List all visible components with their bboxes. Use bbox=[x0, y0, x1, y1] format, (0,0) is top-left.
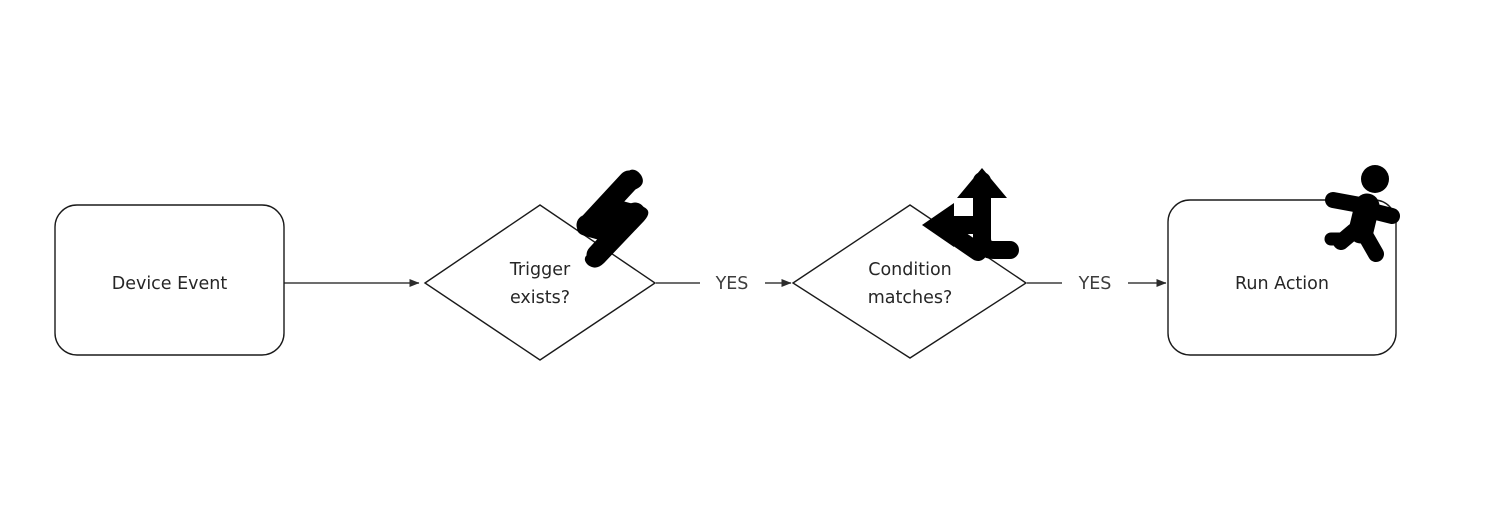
edge-label-yes-2: YES bbox=[1078, 274, 1112, 294]
condition-matches-label-line2: matches? bbox=[868, 288, 953, 308]
device-event-box[interactable] bbox=[54, 204, 285, 356]
condition-matches-label-line1: Condition bbox=[868, 260, 952, 280]
edge-condition-to-action: YES bbox=[1027, 274, 1167, 294]
edge-label-yes-1: YES bbox=[715, 274, 749, 294]
node-device-event[interactable]: Device Event bbox=[54, 204, 285, 356]
node-condition-matches[interactable]: Condition matches? bbox=[791, 168, 1028, 359]
node-trigger-exists[interactable]: Trigger exists? bbox=[423, 169, 657, 361]
running-person-icon bbox=[1324, 165, 1400, 262]
trigger-exists-diamond[interactable] bbox=[423, 204, 657, 361]
lightning-bolt-icon bbox=[576, 169, 649, 268]
device-event-label: Device Event bbox=[112, 274, 228, 294]
run-action-label: Run Action bbox=[1235, 274, 1329, 294]
node-run-action[interactable]: Run Action bbox=[1167, 165, 1400, 356]
edge-trigger-to-condition: YES bbox=[656, 274, 792, 294]
trigger-exists-label-line1: Trigger bbox=[509, 260, 571, 280]
condition-matches-diamond[interactable] bbox=[791, 204, 1028, 359]
branch-fork-arrow-icon bbox=[922, 168, 1019, 261]
trigger-exists-label-line2: exists? bbox=[510, 288, 570, 308]
